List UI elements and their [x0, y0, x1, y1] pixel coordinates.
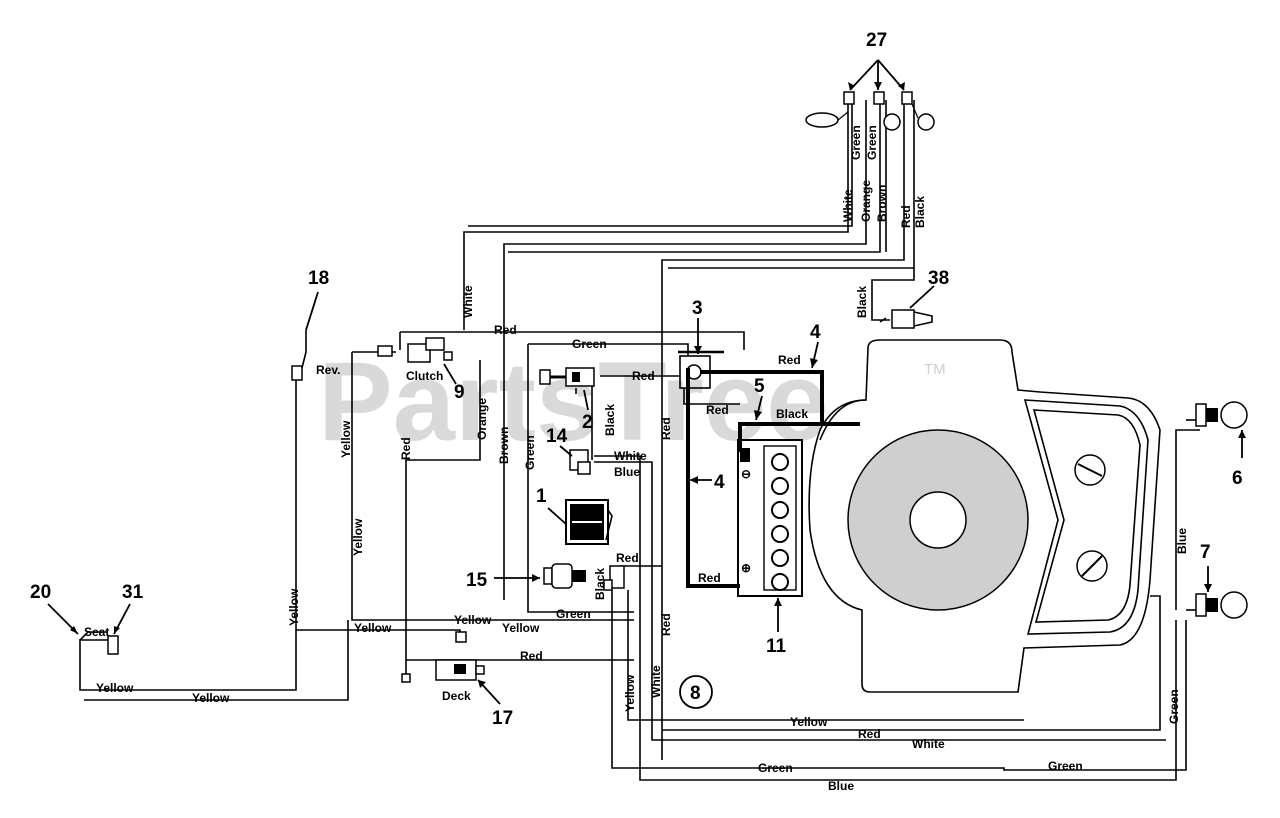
wire-label-green: Green: [523, 435, 537, 470]
wire-label-red: Red: [899, 205, 913, 228]
wire-label-green: Green: [865, 125, 879, 160]
callout-17: 17: [492, 708, 513, 729]
wire-label-green: Green: [572, 337, 607, 351]
label-deck: Deck: [442, 689, 471, 703]
wire-label-yellow: Yellow: [623, 674, 637, 712]
callout-8: 8: [690, 683, 701, 704]
wire-label-red: Red: [698, 571, 721, 585]
callout-2: 2: [582, 412, 593, 433]
callout-4: 4: [810, 322, 821, 343]
callout-38: 38: [928, 268, 949, 289]
wire-label-black: Black: [593, 568, 607, 600]
wire-label-green: Green: [1167, 689, 1181, 724]
headlight-7: [1195, 591, 1248, 619]
wire-label-orange: Orange: [859, 180, 873, 222]
engine: [808, 339, 1161, 693]
wire-label-yellow: Yellow: [192, 691, 230, 705]
wire-label-yellow: Yellow: [454, 613, 492, 627]
ignition-switch-2: [539, 367, 595, 387]
harness-connector: [377, 345, 393, 357]
starter-solenoid: [678, 350, 724, 389]
label-seat: Seat: [84, 625, 109, 639]
reverse-switch-18: [291, 330, 307, 381]
wire-label-black: Black: [776, 407, 808, 421]
switch-15: [543, 563, 586, 589]
wire-label-yellow: Yellow: [354, 621, 392, 635]
watermark-text: PartsTree: [318, 339, 829, 464]
oil-pressure-switch-38: [879, 309, 933, 329]
label-clutch: Clutch: [406, 369, 443, 383]
clutch-switch-9: [407, 337, 453, 363]
wire-label-blue: Blue: [1175, 528, 1189, 554]
wire-label-green: Green: [1048, 759, 1083, 773]
deck-switch-17: [401, 659, 485, 683]
harness-connector: [455, 631, 467, 643]
wire-label-blue: Blue: [828, 779, 854, 793]
callout-6: 6: [1232, 468, 1243, 489]
callout-9: 9: [454, 382, 465, 403]
battery: ⊖ ⊕: [737, 439, 803, 597]
wire-label-green: Green: [556, 607, 591, 621]
wire-label-red: Red: [706, 403, 729, 417]
callout-20: 20: [30, 582, 51, 603]
wire-label-yellow: Yellow: [96, 681, 134, 695]
wire-label-orange: Orange: [475, 398, 489, 440]
relay-connector: [603, 565, 625, 591]
wire-label-brown: Brown: [875, 185, 889, 222]
wire-label-white: White: [912, 737, 945, 751]
engine-connector-27: [805, 91, 935, 131]
wire-label-white: White: [461, 285, 475, 318]
wire-label-white: White: [614, 449, 647, 463]
callout-27: 27: [866, 30, 887, 51]
callout-5: 5: [754, 376, 765, 397]
wire-label-black: Black: [855, 286, 869, 318]
wire-label-yellow: Yellow: [351, 518, 365, 556]
callout-7: 7: [1200, 542, 1211, 563]
wire-label-yellow: Yellow: [502, 621, 540, 635]
wire-label-red: Red: [659, 613, 673, 636]
module-1: [565, 499, 613, 545]
wire-label-yellow: Yellow: [339, 420, 353, 458]
wire-label-white: White: [649, 665, 663, 698]
wire-label-black: Black: [913, 196, 927, 228]
interlock-module-14: [569, 449, 591, 475]
wire-label-red: Red: [399, 437, 413, 460]
wire-label-blue: Blue: [614, 465, 640, 479]
callout-18: 18: [308, 268, 329, 289]
svg-text:⊖: ⊖: [741, 467, 751, 481]
wire-label-red: Red: [858, 727, 881, 741]
callout-3: 3: [692, 298, 703, 319]
wire-label-red: Red: [520, 649, 543, 663]
wire-label-yellow: Yellow: [287, 588, 301, 626]
callout-15: 15: [466, 570, 488, 591]
callout-11: 11: [766, 636, 787, 657]
wire-label-red: Red: [632, 369, 655, 383]
wire-label-green: Green: [849, 125, 863, 160]
callout-4b: 4: [714, 472, 725, 493]
callout-1: 1: [536, 486, 547, 507]
wire-label-red: Red: [778, 353, 801, 367]
bolt-icon: [1074, 454, 1106, 486]
wire-label-white: White: [841, 189, 855, 222]
callout-8-circle: [679, 675, 713, 709]
seat-switch-20-31: [79, 631, 119, 655]
callout-14: 14: [546, 426, 568, 447]
headlight-6: [1195, 401, 1248, 429]
label-rev: Rev.: [316, 363, 340, 377]
wire-label-red: Red: [494, 323, 517, 337]
wire-label-green: Green: [758, 761, 793, 775]
wire-label-black: Black: [603, 404, 617, 436]
wire-label-brown: Brown: [497, 427, 511, 464]
callout-31: 31: [122, 582, 144, 603]
bolt-icon: [1076, 550, 1108, 582]
svg-text:⊕: ⊕: [741, 561, 751, 575]
trademark-mark: TM: [924, 361, 946, 378]
wire-label-red: Red: [616, 551, 639, 565]
wire-label-red: Red: [659, 417, 673, 440]
wire-label-yellow: Yellow: [790, 715, 828, 729]
